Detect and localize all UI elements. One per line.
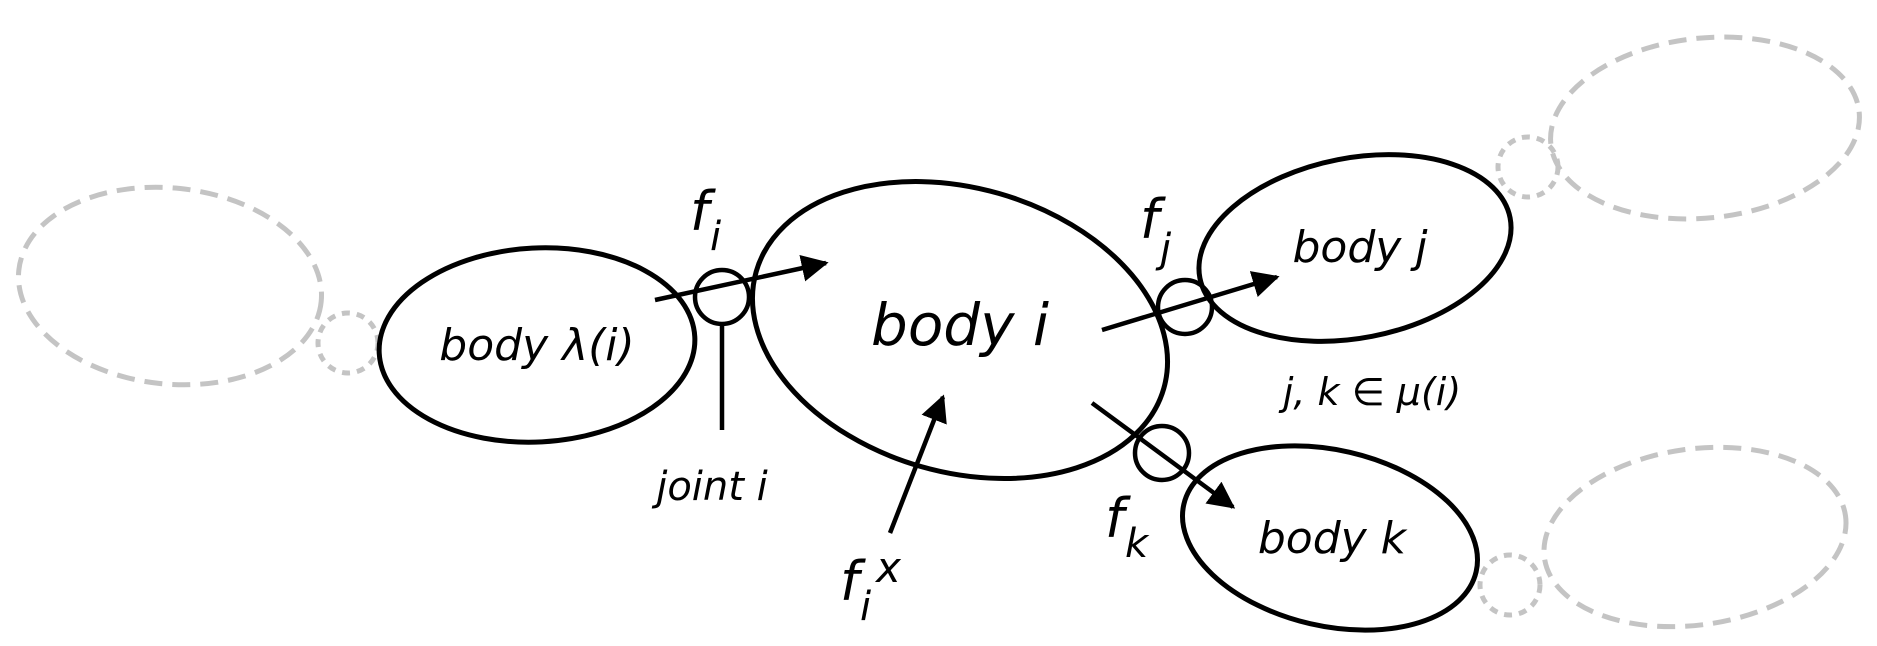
force-fi-sub: i [710, 214, 721, 260]
force-label-fix: f i x [840, 543, 902, 630]
force-label-fk: f k [1105, 487, 1150, 567]
force-fk-sub: k [1125, 521, 1150, 567]
ghost-body-top-right [1548, 34, 1862, 222]
joint-i [692, 267, 752, 327]
body-parent-label: body λ(i) [439, 320, 634, 371]
joint-label: joint i [651, 464, 768, 510]
joint-k [1132, 423, 1192, 483]
force-fix-sub: i [860, 584, 871, 630]
force-label-fj: f j [1140, 188, 1172, 272]
arrow-fix [887, 394, 947, 534]
force-label-fi: f i [690, 180, 721, 260]
children-relation-label: j, k ∈ μ(i) [1278, 370, 1461, 414]
joint-j [1155, 277, 1215, 337]
body-child-j [1196, 152, 1514, 344]
body-main-label: body i [871, 291, 1049, 359]
ghost-joint-top-right [1495, 134, 1561, 200]
body-child-j-label: body j [1292, 222, 1428, 273]
force-fj-sub: j [1155, 226, 1172, 272]
body-parent [376, 245, 698, 445]
arrow-fi [654, 254, 829, 303]
ghost-joint-bottom-right [1477, 552, 1543, 618]
body-child-k [1180, 443, 1480, 633]
body-main [749, 179, 1171, 481]
ghost-body-bottom-right [1541, 444, 1849, 630]
arrow-fk [1090, 401, 1236, 509]
ghost-joint-left [315, 310, 381, 376]
arrow-fj [1101, 271, 1280, 333]
force-fix-sup: x [874, 543, 902, 592]
body-child-k-label: body k [1258, 513, 1408, 564]
ghost-body-left [15, 184, 325, 388]
